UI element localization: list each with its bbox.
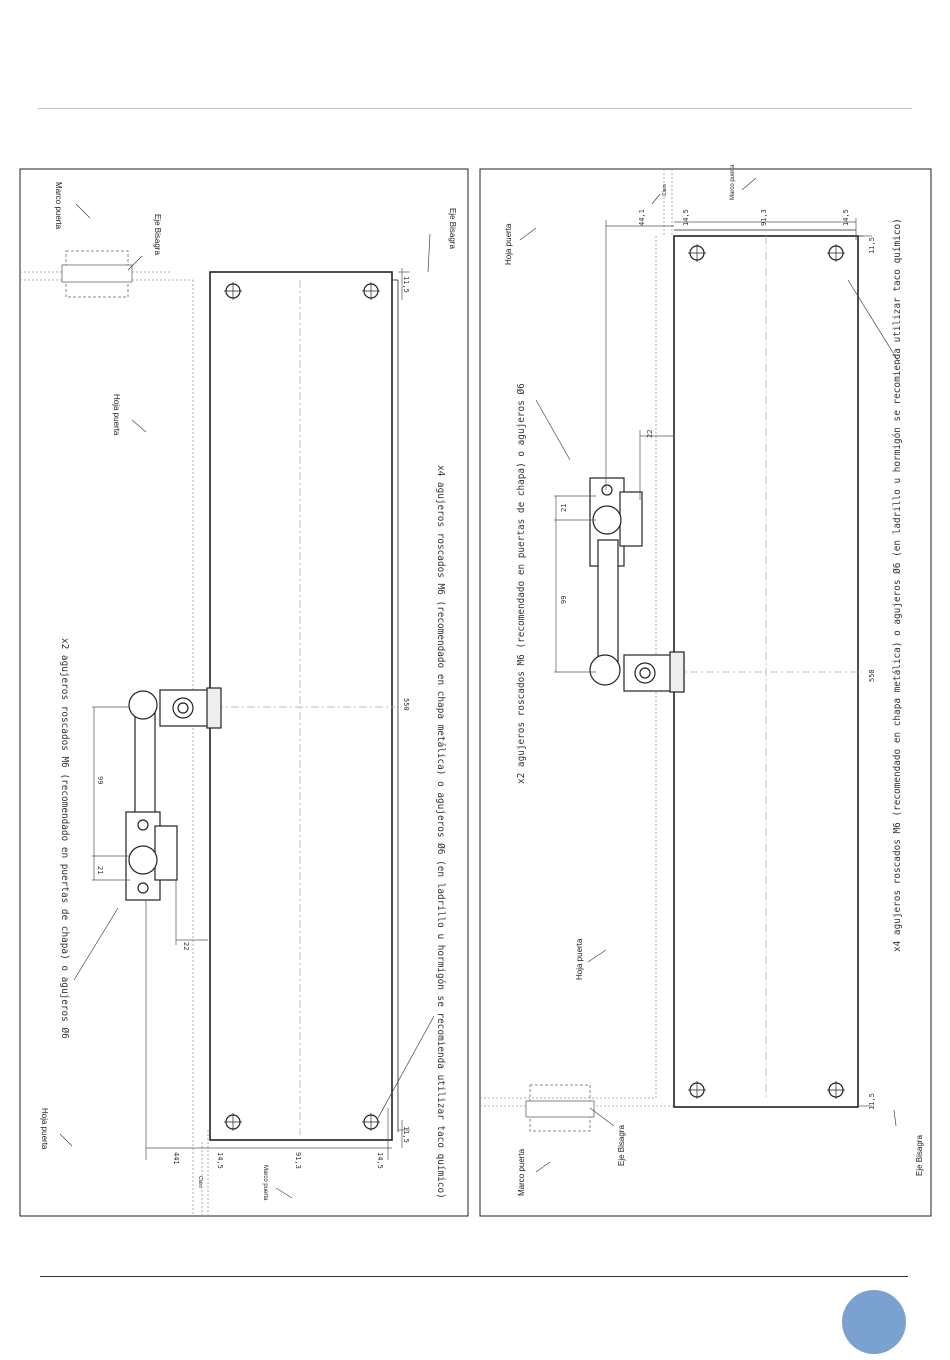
left-dim-11-5b: 11,5 (402, 1126, 410, 1143)
right-note-x4: x4 agujeros roscados M6 (recomendado en … (892, 218, 903, 952)
left-dim-22: 22 (182, 942, 190, 950)
right-dim-14-5a: 14,5 (682, 209, 690, 226)
header-rule (38, 108, 912, 109)
right-dim-550: 550 (868, 669, 876, 682)
left-hinge-block (61, 250, 133, 298)
left-note-x2: x2 agujeros roscados M6 (recomendado en … (59, 638, 70, 1039)
left-dim-99: 99 (96, 776, 104, 784)
right-leaders (519, 177, 901, 1173)
left-note-x4: x4 agujeros roscados M6 (recomendado en … (435, 465, 446, 1199)
right-dim-11-5b: 11,5 (868, 1093, 876, 1110)
right-dim-14-5b: 14,5 (842, 209, 850, 226)
right-dim-441: 44,1 (638, 209, 646, 226)
left-dimension-lines (92, 268, 410, 1160)
left-dim-14-5a: 14,5 (216, 1152, 224, 1169)
left-dim-11-5a: 11,5 (402, 276, 410, 293)
left-leaders (59, 203, 435, 1199)
right-dim-11-5a: 11,5 (868, 237, 876, 254)
footer-rule (40, 1276, 908, 1277)
left-dim-21: 21 (96, 866, 104, 874)
left-label-claro: Claro (197, 1176, 203, 1188)
left-closer-arm (125, 687, 222, 901)
right-label-eje-bisagra-axis: Eje Bisagra (915, 1135, 924, 1176)
left-panel: Marco puerta Eje Bisagra Eje Bisagra Hoj… (19, 168, 469, 1217)
left-label-marco-bottom: Marco puerta (262, 1165, 268, 1201)
right-dimension-lines (554, 218, 872, 1107)
left-mounting-holes (224, 282, 380, 1131)
right-label-claro: Claro (662, 184, 668, 196)
right-label-hoja-mid: Hoja puerta (575, 938, 584, 980)
left-door-leaf (209, 271, 399, 1141)
right-dim-21: 21 (560, 504, 568, 512)
page-badge (842, 1290, 906, 1354)
left-dim-441: 441 (172, 1152, 180, 1165)
right-door-leaf (673, 229, 864, 1108)
right-dim-913: 91,3 (760, 209, 768, 226)
left-frame-lines (20, 271, 209, 1216)
right-dim-99: 99 (560, 596, 568, 604)
left-label-hoja-mid: Hoja puerta (112, 394, 121, 436)
right-closer-arm (589, 477, 685, 693)
right-hinge-block (525, 1084, 595, 1132)
right-label-marco-bottom: Marco puerta (517, 1148, 526, 1196)
left-centerlines (215, 280, 395, 1135)
left-dim-14-5b: 14,5 (376, 1152, 384, 1169)
left-label-eje-bisagra-axis: Eje Bisagra (448, 208, 457, 249)
right-centerlines (674, 236, 862, 1100)
left-label-marco-top: Marco puerta (54, 182, 63, 230)
left-label-eje-bisagra: Eje Bisagra (153, 214, 162, 255)
right-panel: Claro Marco puerta Hoja puerta Hoja puer… (479, 164, 932, 1217)
left-dim-550: 550 (402, 698, 410, 711)
right-mounting-holes (688, 244, 845, 1099)
right-label-eje-bisagra: Eje Bisagra (617, 1125, 626, 1166)
left-label-hoja-bottom: Hoja puerta (40, 1108, 49, 1150)
right-label-hoja-top: Hoja puerta (504, 223, 513, 265)
right-dim-22: 22 (646, 430, 654, 438)
right-label-marco-top: Marco puerta (730, 164, 736, 200)
right-note-x2: x2 agujeros roscados M6 (recomendado en … (516, 383, 527, 784)
left-dim-913: 91,3 (294, 1152, 302, 1169)
